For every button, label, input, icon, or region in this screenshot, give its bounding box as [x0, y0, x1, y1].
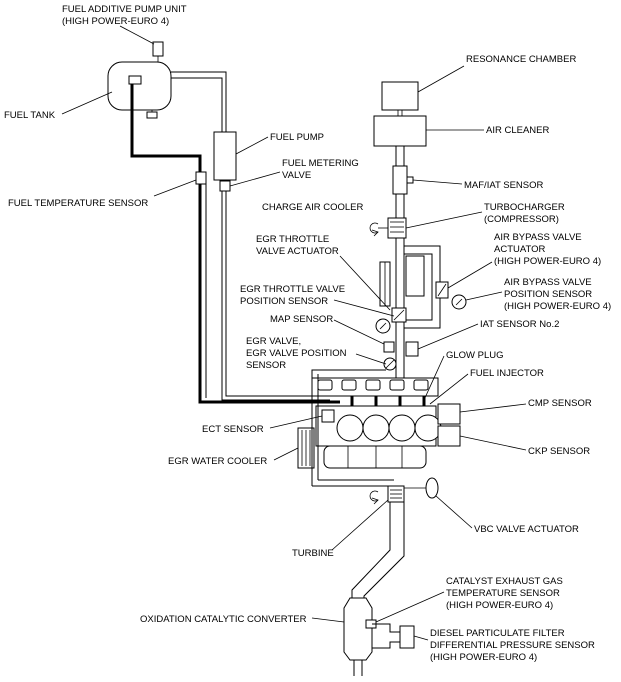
- cylinder-1: [336, 414, 364, 442]
- label-oxidation-converter: OXIDATION CATALYTIC CONVERTER: [140, 614, 307, 625]
- fuel-metering-valve: [219, 180, 231, 192]
- label-vbc-valve-actuator: VBC VALVE ACTUATOR: [474, 524, 579, 535]
- fuel-temperature-sensor: [195, 171, 207, 185]
- fuel-pump: [213, 131, 237, 181]
- ckp-sensor: [437, 425, 461, 447]
- label-iat-sensor-2: IAT SENSOR No.2: [480, 319, 559, 330]
- label-maf-iat-sensor: MAF/IAT SENSOR: [464, 180, 543, 191]
- label-egr-water-cooler: EGR WATER COOLER: [168, 456, 267, 467]
- fuel-return-line: [130, 84, 340, 404]
- fuel-feed-line: [171, 71, 227, 132]
- fuel-tank-sender: [128, 75, 142, 85]
- engine-block: [311, 377, 461, 469]
- resonance-chamber: [381, 81, 419, 111]
- label-air-cleaner: AIR CLEANER: [486, 125, 549, 136]
- label-fuel-additive-pump: FUEL ADDITIVE PUMP UNIT(HIGH POWER-EURO …: [62, 4, 187, 27]
- iat-sensor-2: [405, 341, 419, 357]
- cylinder-4: [414, 414, 442, 442]
- fuel-additive-pump-unit: [152, 41, 164, 57]
- label-fuel-injector: FUEL INJECTOR: [470, 368, 544, 379]
- label-ect-sensor: ECT SENSOR: [202, 424, 264, 435]
- turbine: [369, 485, 405, 505]
- label-glow-plug: GLOW PLUG: [446, 350, 504, 361]
- ect-sensor: [321, 409, 335, 423]
- fuel-system: [107, 41, 340, 404]
- vbc-valve-actuator: [404, 477, 439, 499]
- air-cleaner: [373, 115, 427, 147]
- label-fuel-pump: FUEL PUMP: [270, 132, 324, 143]
- turbocharger-compressor: [369, 217, 407, 239]
- dpf-pressure-sensor: [399, 625, 415, 649]
- intake-system: [369, 81, 467, 378]
- label-turbine: TURBINE: [292, 548, 334, 559]
- label-map-sensor: MAP SENSOR: [270, 314, 333, 325]
- label-cmp-sensor: CMP SENSOR: [528, 398, 592, 409]
- label-charge-air-cooler: CHARGE AIR COOLER: [262, 202, 363, 213]
- fuel-tank: [107, 61, 172, 111]
- label-turbocharger: TURBOCHARGER(COMPRESSOR): [484, 202, 565, 225]
- exhaust-system: [297, 369, 439, 676]
- oxidation-catalytic-converter: [343, 597, 373, 661]
- label-resonance-chamber: RESONANCE CHAMBER: [466, 54, 576, 65]
- label-ckp-sensor: CKP SENSOR: [528, 446, 590, 457]
- label-fuel-temperature-sensor: FUEL TEMPERATURE SENSOR: [8, 198, 148, 209]
- cmp-sensor: [437, 403, 461, 425]
- fuel-tank-drain: [146, 111, 158, 119]
- maf-iat-sensor: [392, 165, 408, 195]
- cylinder-2: [362, 414, 390, 442]
- label-fuel-tank: FUEL TANK: [4, 110, 56, 121]
- cylinder-3: [388, 414, 416, 442]
- labels: FUEL ADDITIVE PUMP UNIT(HIGH POWER-EURO …: [4, 4, 611, 663]
